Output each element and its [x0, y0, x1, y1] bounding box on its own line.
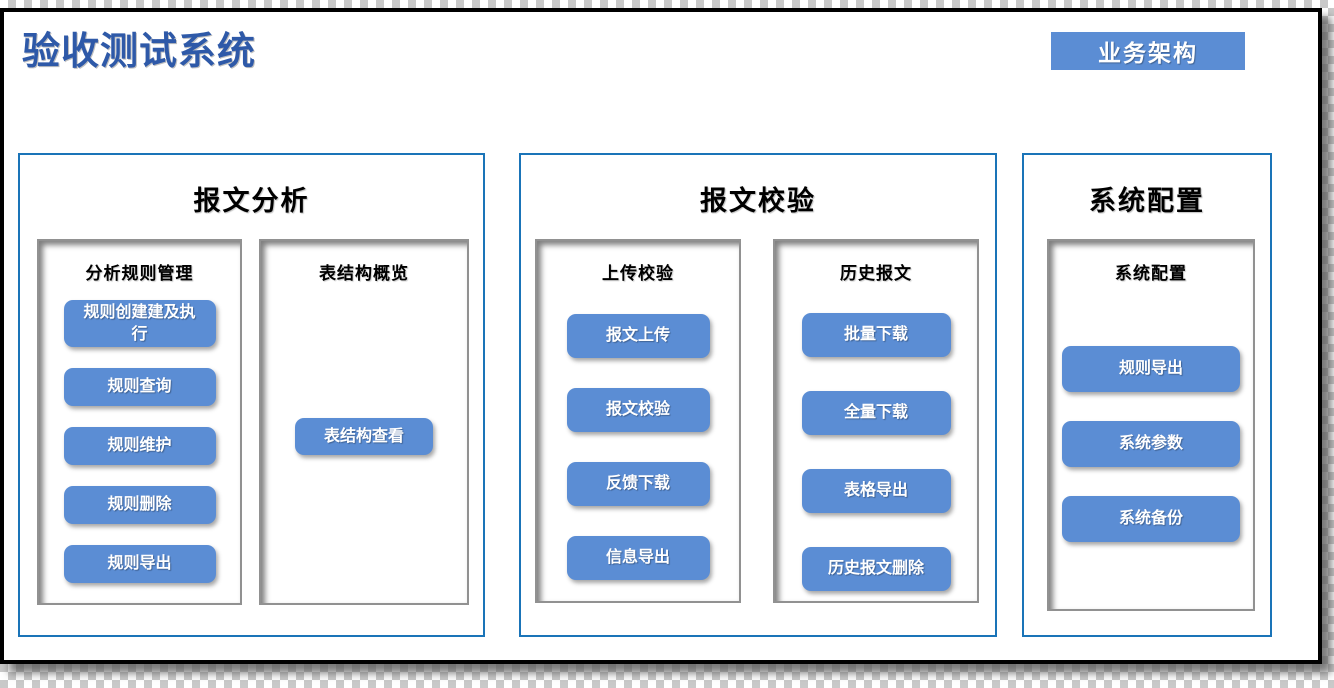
panel-title: 报文校验 — [700, 186, 816, 216]
feature-button-table-structure-view[interactable]: 表结构查看 — [295, 418, 433, 455]
group-title: 表结构概览 — [319, 264, 409, 283]
button-list: 表结构查看 — [261, 418, 467, 455]
group-title: 上传校验 — [602, 264, 674, 283]
feature-button-rule-create-execute[interactable]: 规则创建建及执行 — [63, 300, 216, 348]
group-title: 分析规则管理 — [85, 264, 194, 283]
feature-button-system-params[interactable]: 系统参数 — [1062, 421, 1240, 467]
feature-button-table-export[interactable]: 表格导出 — [801, 469, 951, 513]
feature-button-system-backup[interactable]: 系统备份 — [1062, 496, 1240, 542]
feature-button-feedback-download[interactable]: 反馈下载 — [566, 462, 710, 506]
feature-button-message-upload[interactable]: 报文上传 — [566, 314, 710, 358]
panel-title: 报文分析 — [193, 186, 310, 216]
feature-button-info-export[interactable]: 信息导出 — [566, 536, 710, 580]
feature-button-rule-query[interactable]: 规则查询 — [63, 368, 216, 407]
panel-message-validation: 报文校验 上传校验 报文上传 报文校验 反馈下载 信息导出 历史报文 批量下载 … — [519, 153, 997, 637]
group-analysis-rule-management: 分析规则管理 规则创建建及执行 规则查询 规则维护 规则删除 规则导出 — [37, 239, 242, 605]
feature-button-rule-export[interactable]: 规则导出 — [63, 545, 216, 584]
feature-button-full-download[interactable]: 全量下载 — [801, 391, 951, 435]
group-system-config: 系统配置 规则导出 系统参数 系统备份 — [1047, 239, 1255, 611]
slide-page: 验收测试系统 业务架构 报文分析 分析规则管理 规则创建建及执行 规则查询 规则… — [0, 8, 1322, 664]
button-list: 批量下载 全量下载 表格导出 历史报文删除 — [775, 313, 977, 591]
panel-title: 系统配置 — [1089, 186, 1205, 216]
page-title: 验收测试系统 — [22, 31, 257, 73]
button-list: 报文上传 报文校验 反馈下载 信息导出 — [537, 314, 739, 580]
feature-button-rule-delete[interactable]: 规则删除 — [63, 486, 216, 525]
group-table-structure-overview: 表结构概览 表结构查看 — [259, 239, 469, 605]
feature-button-rule-maintain[interactable]: 规则维护 — [63, 427, 216, 466]
architecture-badge: 业务架构 — [1051, 32, 1245, 70]
feature-button-message-validate[interactable]: 报文校验 — [566, 388, 710, 432]
feature-button-history-delete[interactable]: 历史报文删除 — [801, 547, 951, 591]
group-upload-validation: 上传校验 报文上传 报文校验 反馈下载 信息导出 — [535, 239, 741, 603]
panel-system-config: 系统配置 系统配置 规则导出 系统参数 系统备份 — [1022, 153, 1272, 637]
button-list: 规则创建建及执行 规则查询 规则维护 规则删除 规则导出 — [39, 300, 240, 584]
feature-button-batch-download[interactable]: 批量下载 — [801, 313, 951, 357]
group-history-messages: 历史报文 批量下载 全量下载 表格导出 历史报文删除 — [773, 239, 979, 603]
group-title: 系统配置 — [1115, 264, 1187, 283]
feature-button-rule-export[interactable]: 规则导出 — [1062, 346, 1240, 392]
button-list: 规则导出 系统参数 系统备份 — [1049, 346, 1253, 542]
panel-message-analysis: 报文分析 分析规则管理 规则创建建及执行 规则查询 规则维护 规则删除 规则导出… — [18, 153, 485, 637]
group-title: 历史报文 — [840, 264, 912, 283]
